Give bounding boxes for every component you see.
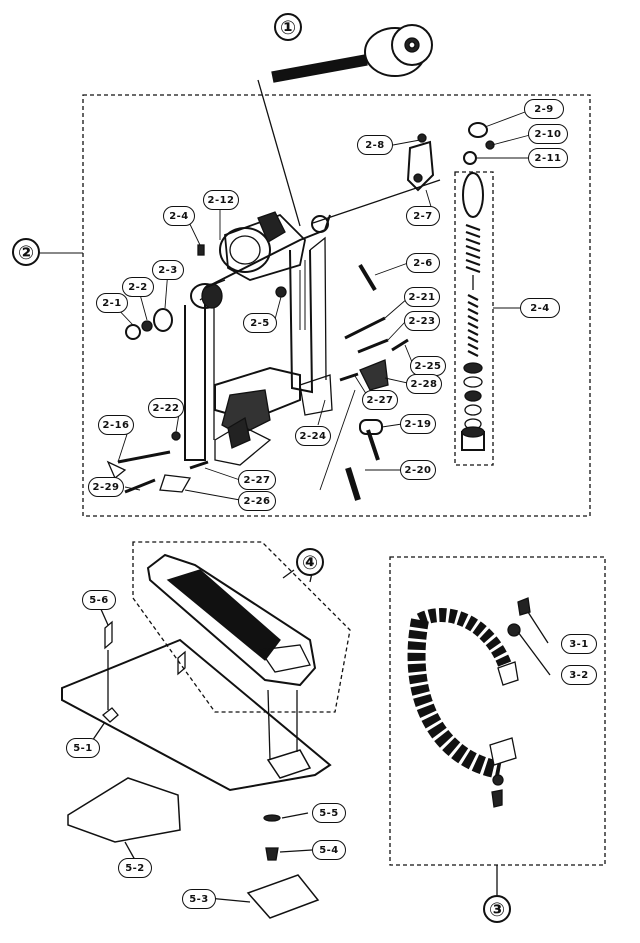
label-2-11: 2-11: [528, 148, 568, 168]
callout-3: ③: [483, 895, 511, 923]
label-2-24: 2-24: [295, 426, 331, 446]
label-2-3: 2-3: [152, 260, 184, 280]
label-3-2: 3-2: [561, 665, 597, 685]
pedal-frame-assembly: [184, 179, 441, 466]
beater-part-1: [257, 24, 433, 227]
baseplate-part-5: [61, 606, 332, 919]
label-2-22: 2-22: [148, 398, 184, 418]
label-5-3: 5-3: [182, 889, 216, 909]
label-2-26: 2-26: [238, 491, 276, 511]
label-5-4: 5-4: [312, 840, 346, 860]
footboard-part-4: [146, 553, 317, 687]
callout-1: ①: [274, 13, 302, 41]
spring-assembly-2-4: [454, 171, 494, 466]
label-2-1: 2-1: [96, 293, 128, 313]
label-2-6: 2-6: [406, 253, 440, 273]
small-parts-group-2: [106, 122, 495, 501]
label-2-10: 2-10: [528, 124, 568, 144]
label-2-21: 2-21: [404, 287, 440, 307]
group-4-boundary: [132, 541, 351, 713]
label-2-27-lower: 2-27: [238, 470, 276, 490]
label-2-16: 2-16: [98, 415, 134, 435]
label-5-6: 5-6: [82, 590, 116, 610]
label-2-27-upper: 2-27: [362, 390, 398, 410]
label-2-23: 2-23: [404, 311, 440, 331]
label-2-7: 2-7: [406, 206, 440, 226]
label-2-8: 2-8: [357, 135, 393, 155]
label-2-12: 2-12: [203, 190, 239, 210]
group-2-boundary: [82, 94, 591, 517]
label-2-20: 2-20: [400, 460, 436, 480]
label-2-29: 2-29: [88, 477, 124, 497]
label-2-4-left: 2-4: [163, 206, 195, 226]
chain-part-3: [309, 572, 551, 895]
label-5-2: 5-2: [118, 858, 152, 878]
label-5-1: 5-1: [66, 738, 100, 758]
label-5-5: 5-5: [312, 803, 346, 823]
callout-2: ②: [12, 238, 40, 266]
label-2-5: 2-5: [243, 313, 277, 333]
callout-4: ④: [296, 548, 324, 576]
label-2-28: 2-28: [406, 374, 442, 394]
label-3-1: 3-1: [561, 634, 597, 654]
label-2-2: 2-2: [122, 277, 154, 297]
label-2-9: 2-9: [524, 99, 564, 119]
label-2-19: 2-19: [400, 414, 436, 434]
label-2-25: 2-25: [410, 356, 446, 376]
label-2-4-right: 2-4: [520, 298, 560, 318]
